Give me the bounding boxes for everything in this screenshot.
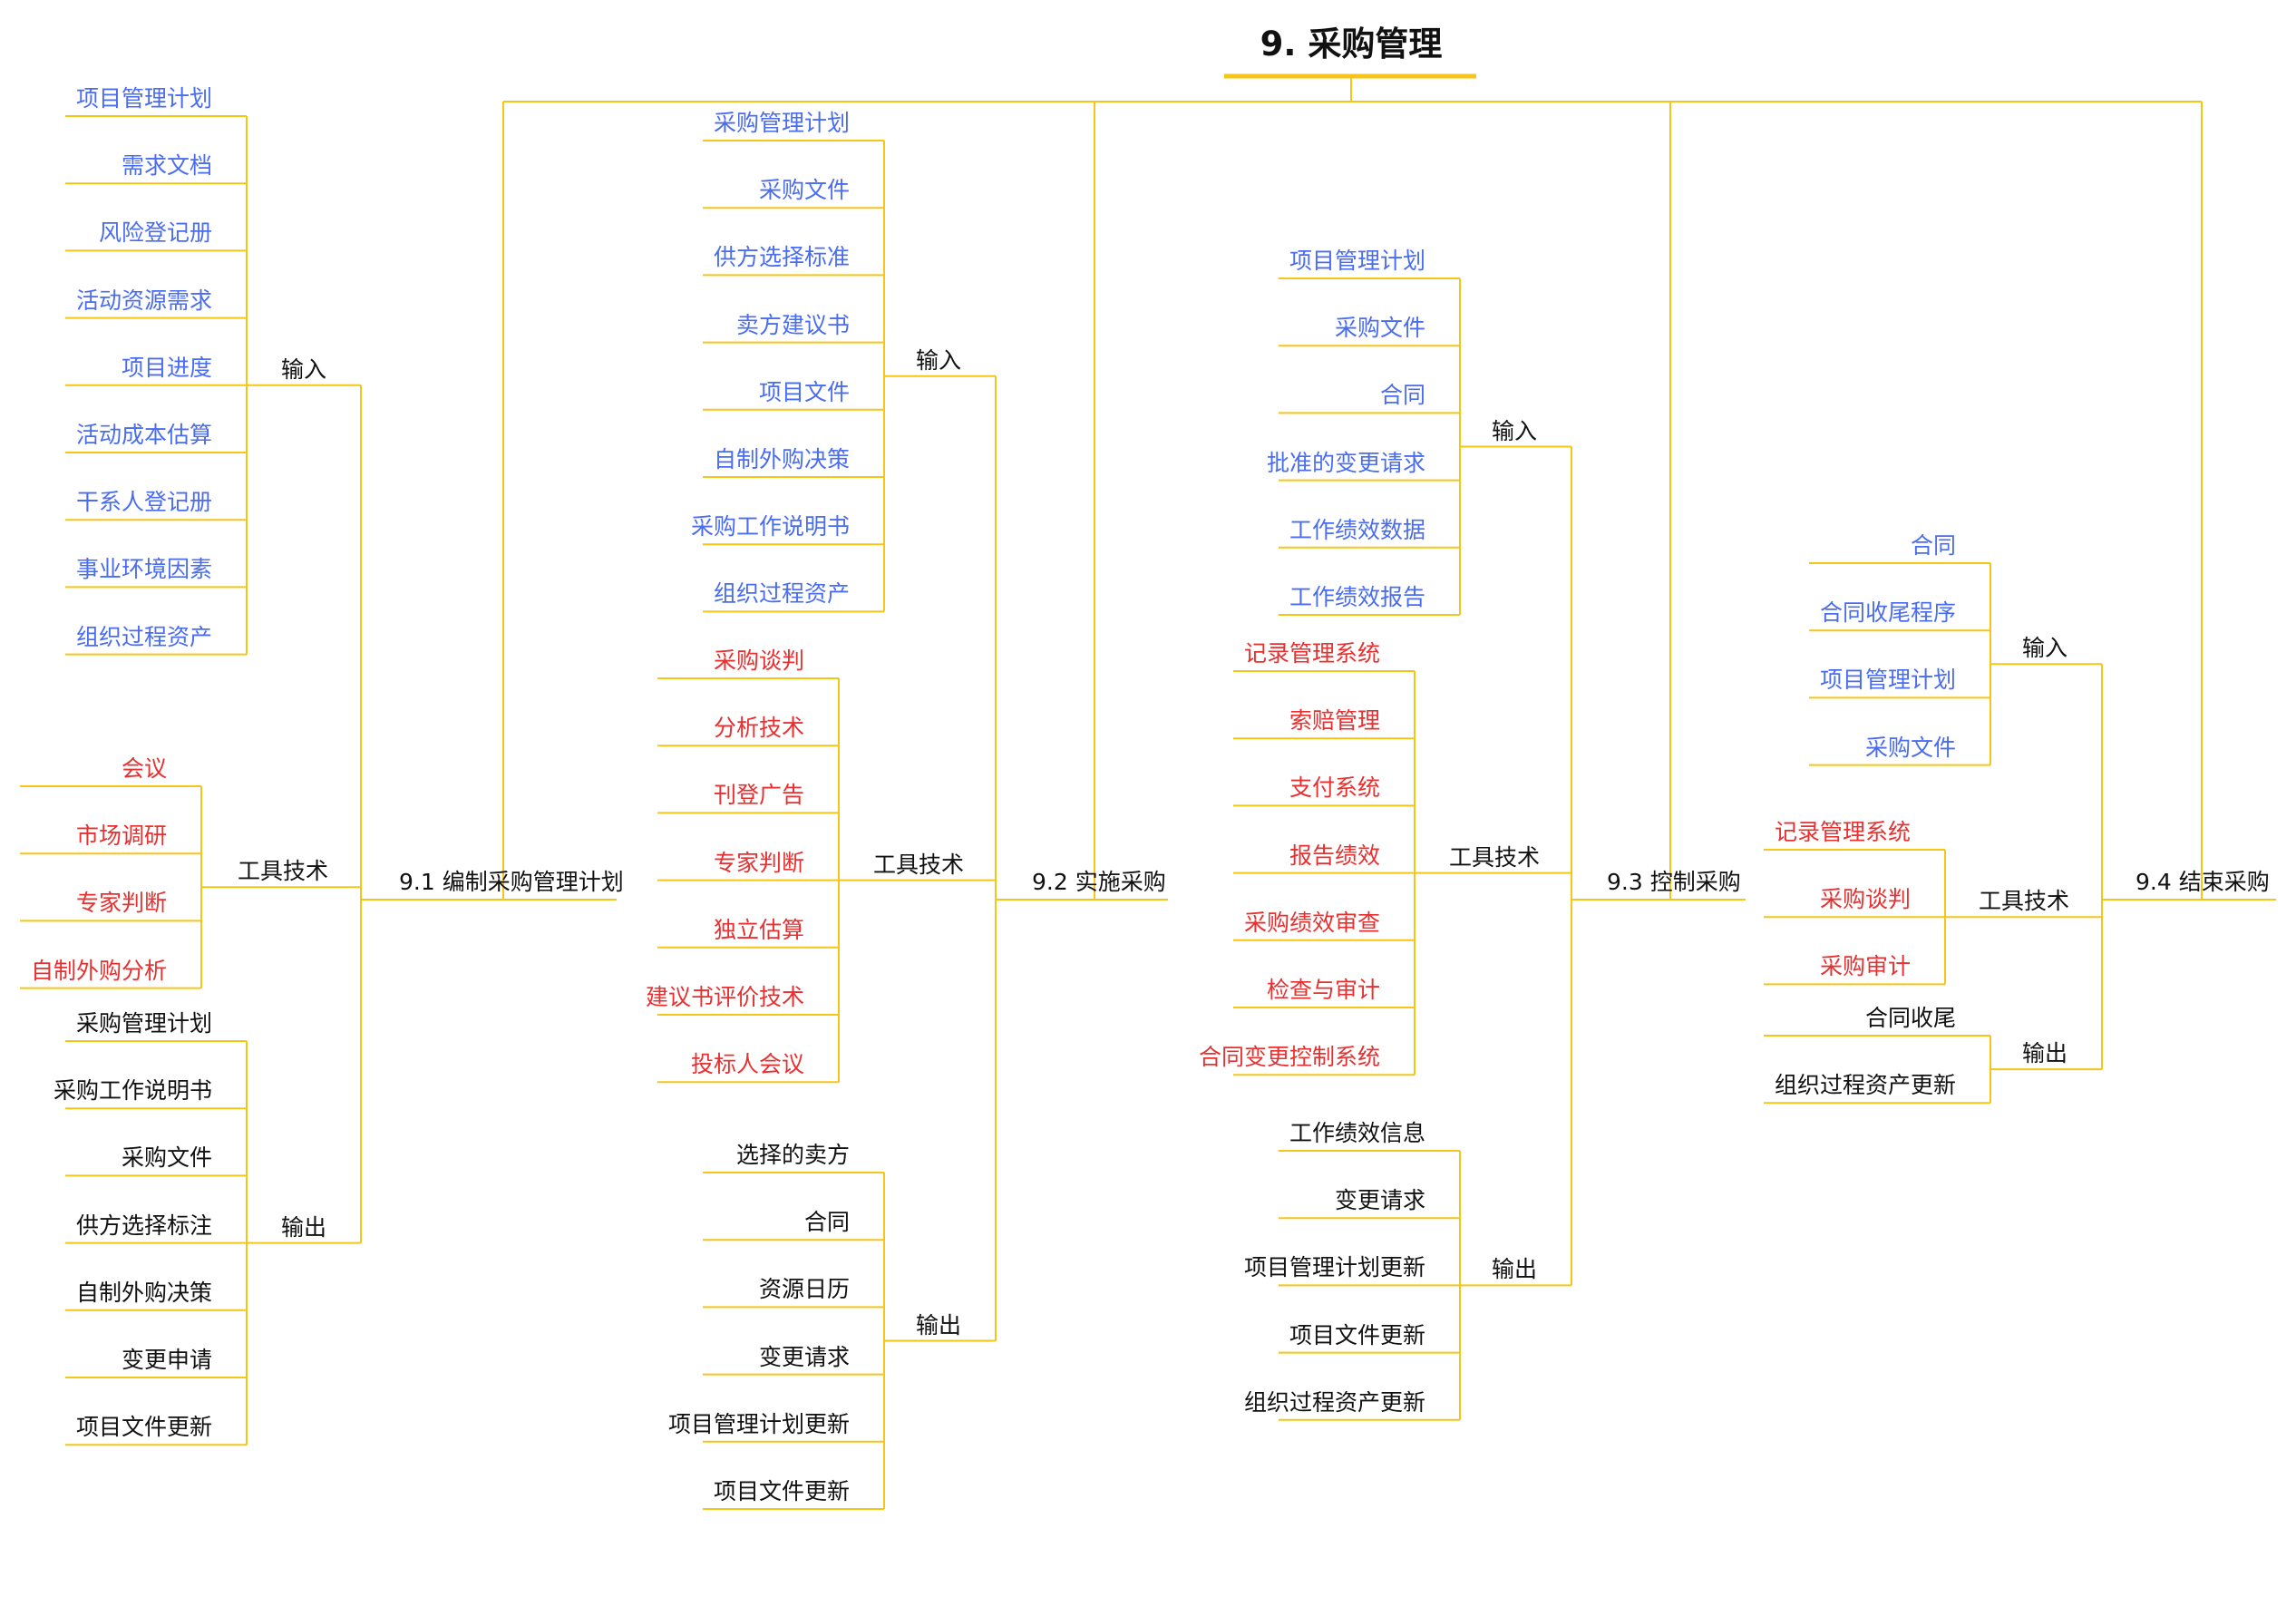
tools-category-label: 工具技术: [238, 858, 329, 885]
input-item: 采购管理计划: [713, 110, 850, 136]
tools-item: 独立估算: [713, 916, 804, 943]
output-item: 采购工作说明书: [53, 1077, 212, 1105]
input-item: 采购文件: [1334, 315, 1425, 342]
output-item: 供方选择标注: [75, 1212, 212, 1239]
input-item: 项目管理计划: [1819, 667, 1956, 694]
output-item: 组织过程资产更新: [1243, 1388, 1425, 1416]
output-category-label: 输出: [2022, 1040, 2068, 1067]
input-item: 工作绩效报告: [1289, 584, 1425, 610]
output-item: 资源日历: [758, 1276, 850, 1303]
tools-item: 建议书评价技术: [645, 984, 804, 1010]
output-category-label: 输出: [281, 1213, 327, 1241]
input-item: 事业环境因素: [75, 556, 212, 583]
output-item: 合同: [803, 1209, 850, 1236]
tools-item: 采购绩效审查: [1243, 909, 1380, 936]
tools-item: 采购谈判: [713, 647, 804, 674]
output-item: 项目文件更新: [75, 1414, 212, 1441]
input-item: 项目管理计划: [75, 85, 212, 112]
input-category-label: 输入: [281, 355, 327, 383]
output-item: 变更请求: [758, 1343, 850, 1370]
tools-item: 报告绩效: [1289, 842, 1380, 869]
tools-item: 记录管理系统: [1243, 640, 1380, 667]
process-label: 9.2 实施采购: [1032, 869, 1166, 895]
input-item: 合同: [1910, 532, 1956, 559]
process-label: 9.1 编制采购管理计划: [399, 869, 624, 895]
tools-item: 刊登广告: [713, 782, 804, 809]
input-item: 工作绩效数据: [1289, 516, 1425, 543]
output-item: 采购管理计划: [75, 1010, 212, 1037]
input-item: 合同收尾程序: [1819, 599, 1956, 627]
output-item: 选择的卖方: [735, 1142, 850, 1168]
input-item: 供方选择标准: [713, 244, 850, 271]
input-item: 项目进度: [121, 354, 212, 381]
input-item: 风险登记册: [98, 219, 212, 247]
input-item: 卖方建议书: [735, 311, 850, 338]
input-category-label: 输入: [916, 346, 962, 374]
tools-category-label: 工具技术: [1449, 843, 1541, 871]
output-item: 组织过程资产更新: [1774, 1072, 1956, 1099]
output-category-label: 输出: [1492, 1256, 1538, 1283]
output-item: 项目文件更新: [713, 1478, 850, 1504]
input-item: 采购工作说明书: [690, 513, 850, 540]
output-item: 项目文件更新: [1289, 1321, 1425, 1348]
output-item: 项目管理计划更新: [667, 1410, 850, 1437]
input-category-label: 输入: [2022, 635, 2068, 662]
tools-item: 分析技术: [713, 715, 804, 742]
tools-category-label: 工具技术: [873, 851, 965, 878]
map-title: 9. 采购管理: [1260, 24, 1443, 63]
tools-item: 采购谈判: [1819, 886, 1911, 913]
output-item: 项目管理计划更新: [1243, 1254, 1425, 1281]
tools-item: 市场调研: [75, 823, 167, 850]
output-item: 工作绩效信息: [1289, 1120, 1425, 1146]
tools-item: 检查与审计: [1266, 977, 1380, 1003]
tools-item: 会议: [121, 755, 167, 782]
tools-item: 专家判断: [75, 890, 167, 917]
output-category-label: 输出: [916, 1311, 962, 1339]
tools-category-label: 工具技术: [1979, 888, 2070, 915]
tools-item: 合同变更控制系统: [1198, 1044, 1380, 1071]
tools-item: 自制外购分析: [30, 957, 167, 984]
output-item: 合同收尾: [1864, 1005, 1956, 1031]
tools-item: 索赔管理: [1289, 707, 1380, 735]
input-item: 干系人登记册: [75, 489, 212, 516]
input-item: 活动资源需求: [75, 287, 212, 314]
input-item: 项目文件: [758, 378, 850, 405]
tools-item: 支付系统: [1289, 774, 1380, 802]
input-item: 需求文档: [121, 152, 212, 180]
output-item: 变更申请: [121, 1347, 212, 1373]
process-label: 9.3 控制采购: [1607, 869, 1741, 895]
input-item: 活动成本估算: [75, 422, 212, 448]
output-item: 变更请求: [1334, 1187, 1425, 1214]
tools-item: 记录管理系统: [1774, 819, 1911, 845]
process-label: 9.4 结束采购: [2135, 869, 2270, 895]
input-category-label: 输入: [1492, 417, 1538, 444]
tools-item: 采购审计: [1819, 953, 1911, 980]
input-item: 自制外购决策: [713, 446, 850, 472]
input-item: 组织过程资产: [75, 623, 212, 650]
output-item: 自制外购决策: [75, 1279, 212, 1306]
tools-item: 投标人会议: [690, 1051, 804, 1078]
input-item: 合同: [1379, 382, 1425, 409]
input-item: 组织过程资产: [713, 580, 850, 608]
input-item: 采购文件: [1864, 734, 1956, 761]
input-item: 采购文件: [758, 177, 850, 204]
input-item: 批准的变更请求: [1266, 449, 1425, 476]
tools-item: 专家判断: [713, 849, 804, 876]
output-item: 采购文件: [121, 1144, 212, 1172]
input-item: 项目管理计划: [1289, 248, 1425, 274]
